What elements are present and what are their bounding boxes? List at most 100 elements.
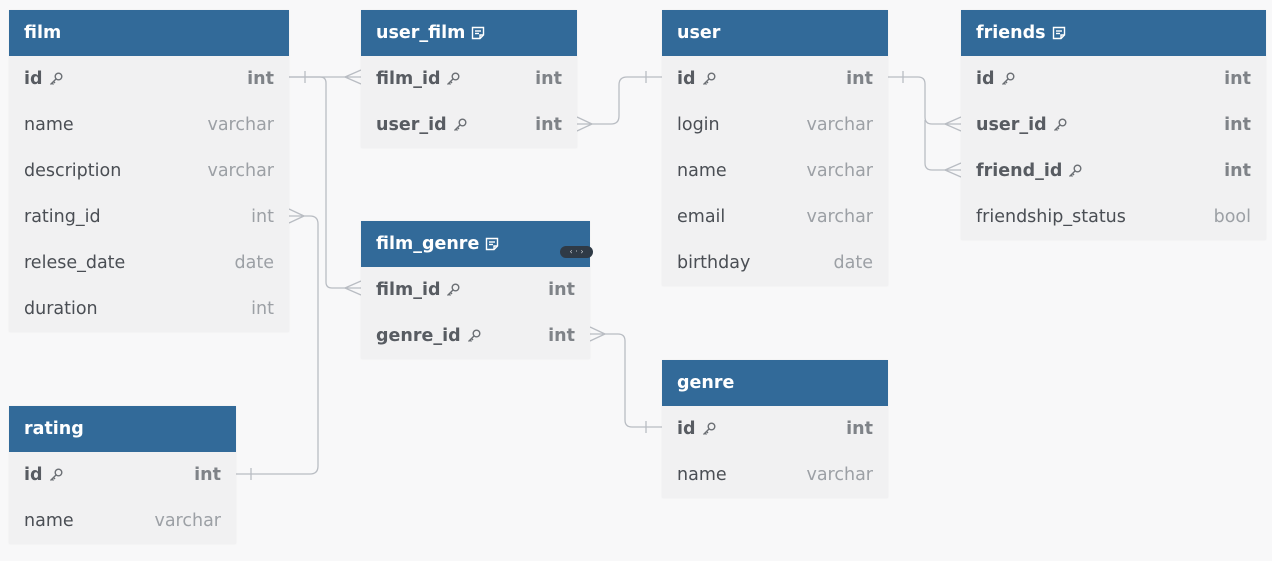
- table-genre[interactable]: genre id int name varchar: [662, 360, 888, 498]
- column-name: name: [24, 115, 74, 135]
- table-header[interactable]: user_film: [361, 10, 577, 56]
- table-row[interactable]: id int: [9, 452, 236, 498]
- table-user[interactable]: user id int login varchar name varchar e…: [662, 10, 888, 286]
- table-row[interactable]: film_id int: [361, 267, 590, 313]
- table-title: film: [24, 23, 62, 43]
- column-name: friend_id: [976, 161, 1063, 181]
- column-type: varchar: [806, 207, 873, 227]
- column-name: id: [976, 69, 995, 89]
- connector-genre-film_genre[interactable]: [590, 333, 662, 428]
- column-name: name: [24, 511, 74, 531]
- table-user_film[interactable]: user_film film_id int user_id int: [361, 10, 577, 148]
- table-header[interactable]: user: [662, 10, 888, 56]
- column-name: description: [24, 161, 122, 181]
- column-name: login: [677, 115, 720, 135]
- connector-rating-film[interactable]: [236, 215, 319, 475]
- table-title: film_genre: [376, 234, 480, 254]
- table-row[interactable]: name varchar: [662, 452, 888, 498]
- column-type: int: [535, 115, 562, 135]
- key-icon: [452, 117, 468, 133]
- table-header[interactable]: film: [9, 10, 289, 56]
- table-film_genre[interactable]: film_genre film_id int genre_id int: [361, 221, 590, 359]
- table-row[interactable]: film_id int: [361, 56, 577, 102]
- table-row[interactable]: friend_id int: [961, 148, 1266, 194]
- table-row[interactable]: relese_date date: [9, 240, 289, 286]
- column-name: film_id: [376, 69, 441, 89]
- column-name: name: [677, 161, 727, 181]
- column-name: user_id: [376, 115, 447, 135]
- column-type: int: [247, 69, 274, 89]
- column-type: varchar: [806, 465, 873, 485]
- table-row[interactable]: login varchar: [662, 102, 888, 148]
- column-name: rating_id: [24, 207, 101, 227]
- table-header[interactable]: film_genre: [361, 221, 590, 267]
- table-friends[interactable]: friends id int user_id int friend_id int…: [961, 10, 1266, 240]
- table-header[interactable]: genre: [662, 360, 888, 406]
- key-icon: [48, 71, 64, 87]
- table-row[interactable]: id int: [961, 56, 1266, 102]
- table-row[interactable]: friendship_status bool: [961, 194, 1266, 240]
- column-type: varchar: [207, 115, 274, 135]
- key-icon: [1052, 117, 1068, 133]
- key-icon: [701, 421, 717, 437]
- column-type: date: [234, 253, 274, 273]
- table-title: genre: [677, 373, 735, 393]
- column-name: film_id: [376, 280, 441, 300]
- connector-film-film_genre[interactable]: [289, 76, 361, 289]
- column-type: varchar: [806, 115, 873, 135]
- scroll-handle[interactable]: ‹ · ›: [560, 246, 593, 258]
- table-row[interactable]: email varchar: [662, 194, 888, 240]
- table-row[interactable]: user_id int: [361, 102, 577, 148]
- column-type: int: [1224, 69, 1251, 89]
- table-title: friends: [976, 23, 1046, 43]
- table-row[interactable]: birthday date: [662, 240, 888, 286]
- table-row[interactable]: rating_id int: [9, 194, 289, 240]
- column-type: date: [833, 253, 873, 273]
- table-title: user: [677, 23, 721, 43]
- column-name: id: [677, 69, 696, 89]
- table-row[interactable]: description varchar: [9, 148, 289, 194]
- table-row[interactable]: genre_id int: [361, 313, 590, 359]
- connector-user-friends-user_id[interactable]: [888, 76, 961, 125]
- note-icon[interactable]: [484, 236, 500, 252]
- column-name: relese_date: [24, 253, 126, 273]
- table-row[interactable]: duration int: [9, 286, 289, 332]
- column-type: int: [251, 207, 274, 227]
- table-header[interactable]: rating: [9, 406, 236, 452]
- column-type: int: [1224, 161, 1251, 181]
- column-type: int: [548, 280, 575, 300]
- connector-user-friends-friend_id[interactable]: [924, 120, 961, 171]
- table-rating[interactable]: rating id int name varchar: [9, 406, 236, 544]
- table-title: user_film: [376, 23, 466, 43]
- column-name: friendship_status: [976, 207, 1126, 227]
- table-row[interactable]: name varchar: [662, 148, 888, 194]
- table-film[interactable]: film id int name varchar description var…: [9, 10, 289, 332]
- column-type: int: [251, 299, 274, 319]
- table-row[interactable]: id int: [662, 406, 888, 452]
- table-row[interactable]: id int: [9, 56, 289, 102]
- note-icon[interactable]: [1051, 25, 1067, 41]
- key-icon: [1000, 71, 1016, 87]
- column-name: birthday: [677, 253, 751, 273]
- table-row[interactable]: user_id int: [961, 102, 1266, 148]
- table-row[interactable]: name varchar: [9, 102, 289, 148]
- column-type: int: [846, 419, 873, 439]
- column-type: int: [1224, 115, 1251, 135]
- column-name: id: [24, 465, 43, 485]
- table-header[interactable]: friends: [961, 10, 1266, 56]
- key-icon: [701, 71, 717, 87]
- column-type: int: [846, 69, 873, 89]
- connector-user-user_film[interactable]: [577, 76, 662, 125]
- column-name: email: [677, 207, 726, 227]
- table-row[interactable]: name varchar: [9, 498, 236, 544]
- column-name: name: [677, 465, 727, 485]
- key-icon: [466, 328, 482, 344]
- key-icon: [48, 467, 64, 483]
- column-name: user_id: [976, 115, 1047, 135]
- note-icon[interactable]: [470, 25, 486, 41]
- table-row[interactable]: id int: [662, 56, 888, 102]
- column-type: int: [535, 69, 562, 89]
- column-type: varchar: [806, 161, 873, 181]
- key-icon: [445, 282, 461, 298]
